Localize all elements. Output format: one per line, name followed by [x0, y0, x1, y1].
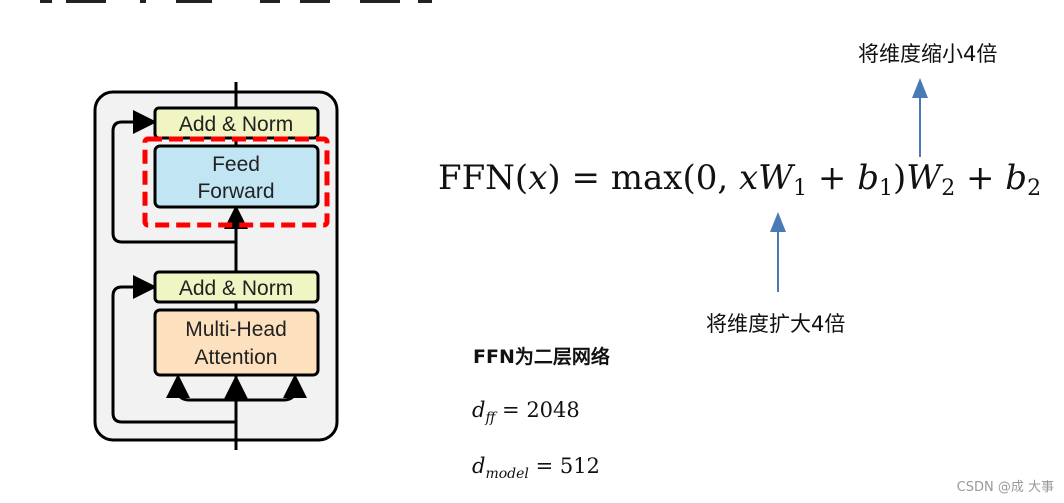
add-norm-bottom-label: Add & Norm: [179, 277, 293, 300]
formula-sub-b1: 1: [878, 176, 893, 201]
expand-annotation: 将维度扩大4倍: [706, 312, 846, 336]
dff-value: = 2048: [495, 398, 580, 422]
feed-forward-label-line2: Forward: [197, 180, 274, 203]
formula-xw1: xW: [738, 158, 794, 198]
formula-lhs: FFN(: [438, 158, 529, 198]
cropped-title-fragment: [40, 0, 432, 3]
dff-var: d: [472, 398, 486, 422]
dmodel-equation: dmodel = 512: [472, 454, 600, 482]
attention-label-line1: Multi-Head: [185, 318, 287, 341]
feed-forward-highlight: [142, 136, 330, 228]
watermark: CSDN @成 大事: [956, 480, 1054, 495]
formula-sub2: 2: [941, 176, 956, 201]
dmodel-sub: model: [485, 466, 529, 482]
residual-connection-top: [111, 110, 236, 244]
attention-label-line2: Attention: [195, 346, 278, 369]
formula-plus2: +: [955, 158, 1006, 198]
residual-connection-bottom: [111, 275, 236, 424]
attention-input-arrow-right: [236, 374, 307, 402]
dmodel-value: = 512: [528, 454, 600, 478]
feed-forward-block: [153, 144, 320, 209]
encoder-layer-container: [93, 90, 339, 442]
formula-b1: b: [857, 158, 879, 198]
add-norm-block-bottom: [153, 270, 320, 304]
multi-head-attention-block: [153, 308, 320, 377]
formula-sub-b2: 2: [1027, 176, 1042, 201]
formula-b2: b: [1005, 158, 1028, 198]
formula-w2: W: [906, 158, 942, 198]
formula-close: ): [892, 158, 907, 198]
add-norm-top-label: Add & Norm: [179, 113, 293, 136]
attention-input-arrow-left: [166, 374, 236, 402]
formula-plus1: +: [807, 158, 858, 198]
feed-forward-label-line1: Feed: [212, 153, 260, 176]
shrink-annotation: 将维度缩小4倍: [858, 42, 998, 66]
dff-sub: ff: [485, 410, 496, 426]
ffn-formula: FFN(x) = max(0, xW1 + b1)W2 + b2: [438, 158, 1041, 201]
formula-x: x: [528, 158, 548, 198]
dff-equation: dff = 2048: [472, 398, 580, 426]
notes-heading: FFN为二层网络: [473, 346, 610, 368]
dmodel-var: d: [472, 454, 486, 478]
formula-sub1: 1: [793, 176, 808, 201]
formula-max: ) = max(0,: [547, 158, 739, 198]
